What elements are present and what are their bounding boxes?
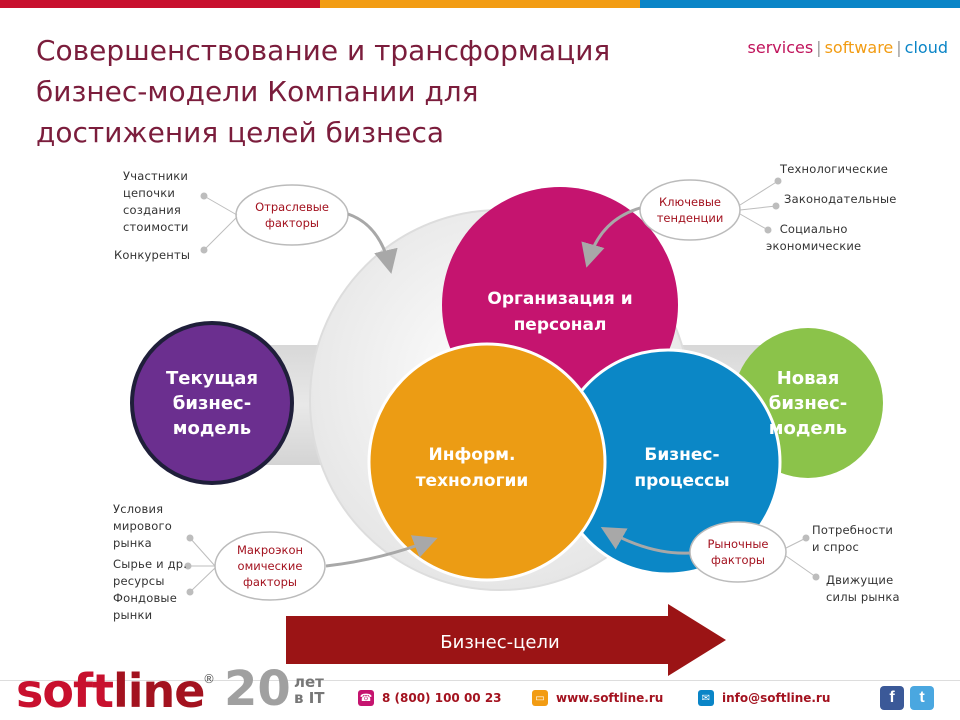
new-model-label: Новая бизнес- модель (768, 367, 848, 439)
tagline-software: software (824, 38, 894, 57)
trends-item-social: Социально экономические (766, 222, 862, 253)
industry-item-value-chain: Участники цепочки создания стоимости (123, 169, 189, 234)
current-model-label: Текущая бизнес- модель (165, 367, 259, 439)
it-circle (367, 342, 607, 582)
website-text: www.softline.ru (556, 691, 664, 705)
business-goals-label: Бизнес-цели (440, 631, 560, 653)
top-bar-red (0, 0, 320, 8)
anniversary-number: 20 (224, 661, 291, 717)
tagline-separator: | (896, 38, 902, 57)
industry-item-competitors: Конкуренты (114, 248, 191, 262)
industry-factors-label: Отраслевые факторы (255, 200, 329, 230)
trends-label: Ключевые тенденции (656, 195, 724, 225)
tagline-separator: | (816, 38, 822, 57)
footer-divider (0, 680, 960, 681)
twitter-icon[interactable]: t (910, 686, 934, 710)
current-model-circle (130, 321, 294, 485)
it-label: Информ. технологии (415, 445, 529, 491)
email-text: info@softline.ru (722, 691, 831, 705)
business-goals-arrow (286, 604, 726, 676)
macro-item-world-market: Условия мирового рынка (113, 502, 172, 550)
top-bar-orange (320, 0, 640, 8)
industry-influence-arrow (347, 212, 398, 274)
macro-influence-arrow (325, 535, 438, 568)
market-factors-label: Рыночные факторы (707, 537, 769, 567)
website-link[interactable]: ▭ www.softline.ru (532, 690, 663, 706)
logo-line: line (112, 664, 205, 718)
macro-factors-label: Макроэкон омические факторы (236, 543, 304, 589)
phone-number: 8 (800) 100 00 23 (382, 691, 502, 705)
top-color-bar (0, 0, 960, 8)
trends-item-law: Законодательные (784, 192, 897, 206)
monitor-icon: ▭ (532, 690, 548, 706)
softline-logo: softline (16, 664, 205, 718)
logo-soft: soft (16, 664, 114, 718)
phone-icon: ☎ (358, 690, 374, 706)
tagline-cloud: cloud (904, 38, 948, 57)
organization-label: Организация и персонал (487, 289, 633, 335)
trends-item-tech: Технологические (780, 162, 889, 176)
trends-influence-arrow (581, 206, 641, 268)
tagline-services: services (747, 38, 814, 57)
macro-item-stock-markets: Фондовые рынки (113, 591, 177, 622)
macro-item-resources: Сырье и др. ресурсы (113, 557, 188, 588)
market-factors-bubble (689, 521, 787, 583)
registered-mark: ® (203, 672, 215, 686)
slide-title: Совершенствование и трансформация бизнес… (36, 30, 696, 153)
top-bar-blue (640, 0, 960, 8)
title-line-1: Совершенствование и трансформация (36, 34, 611, 67)
market-item-drivers: Движущие силы рынка (826, 573, 900, 604)
envelope-icon: ✉ (698, 690, 714, 706)
factor-connectors (184, 177, 820, 596)
title-line-3: достижения целей бизнеса (36, 116, 445, 149)
email-link[interactable]: ✉ info@softline.ru (698, 690, 830, 706)
phone-contact[interactable]: ☎ 8 (800) 100 00 23 (358, 690, 502, 706)
title-line-2: бизнес-модели Компании для (36, 75, 479, 108)
anniversary-text: лет в IT (294, 673, 325, 707)
tagline: services|software|cloud (748, 38, 948, 57)
market-influence-arrow (600, 527, 691, 555)
market-item-demand: Потребности и спрос (812, 523, 894, 554)
facebook-icon[interactable]: f (880, 686, 904, 710)
processes-label: Бизнес- процессы (634, 445, 730, 491)
